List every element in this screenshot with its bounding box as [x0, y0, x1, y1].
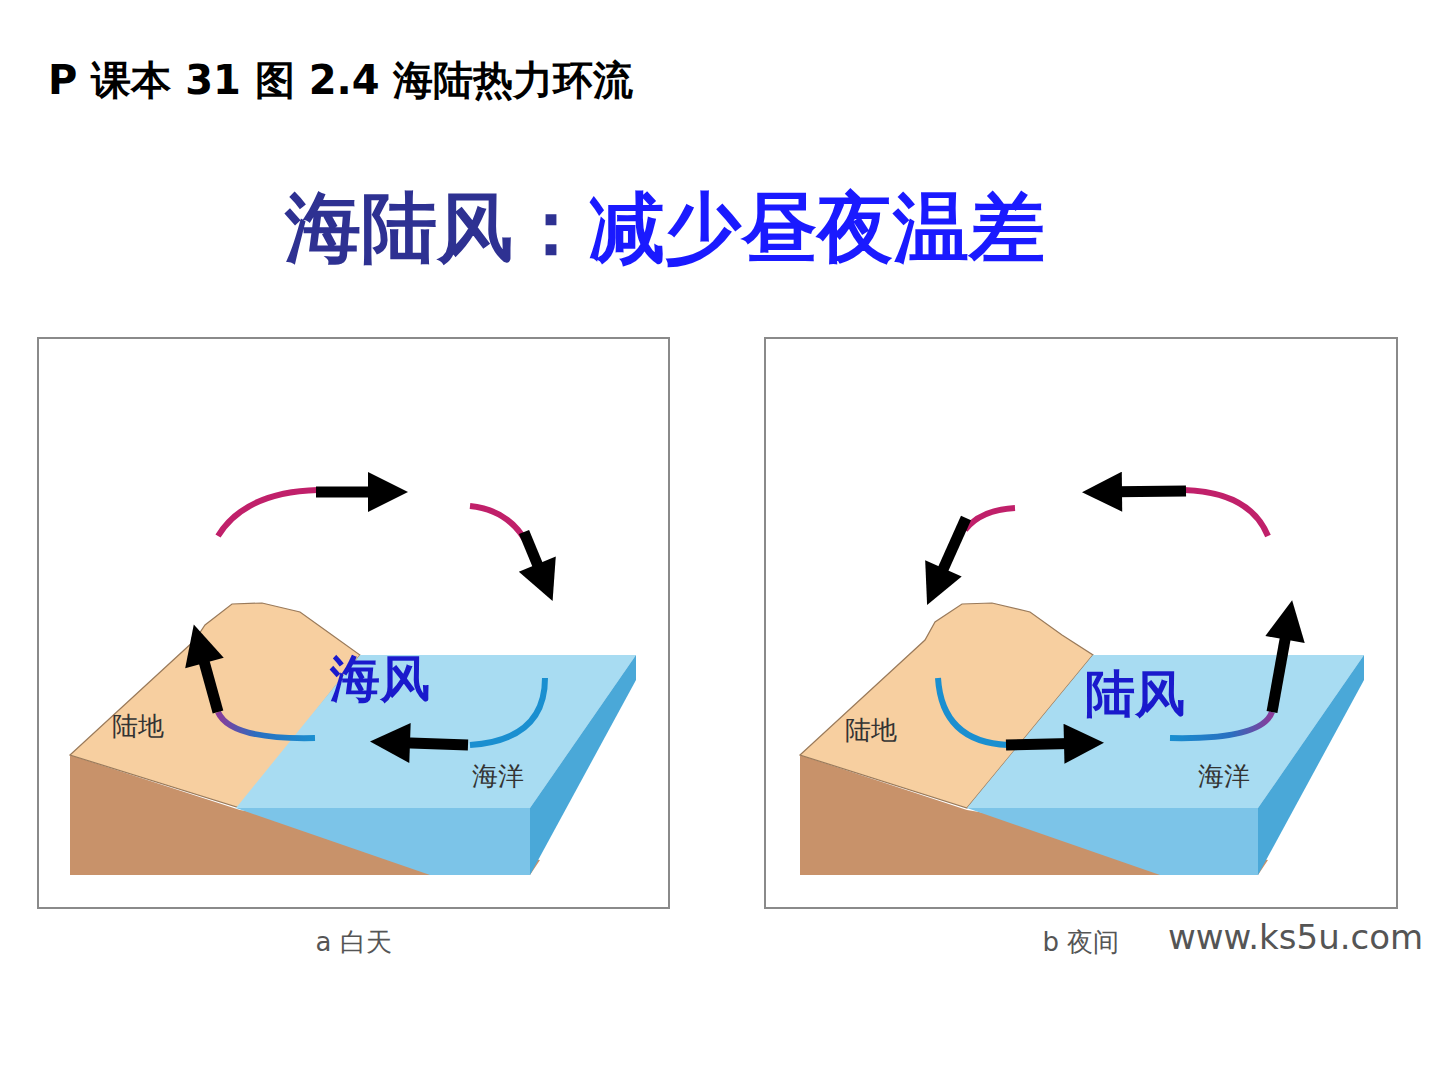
flow-arrow	[316, 487, 396, 498]
air-flow-arc	[1170, 712, 1272, 738]
page-title: P 课本 31 图 2.4 海陆热力环流	[48, 58, 633, 102]
flow-arrow	[1006, 743, 1092, 745]
sea-front	[967, 808, 1258, 875]
air-flow-arc	[965, 508, 1015, 530]
diagram-panel: b 夜间	[764, 337, 1398, 909]
land-label: 陆地	[112, 712, 164, 741]
air-flow-arc	[938, 678, 1008, 745]
wind-label: 海风	[330, 652, 430, 707]
land-label: 陆地	[845, 716, 897, 745]
night-scene	[800, 490, 1364, 875]
air-flow-arc	[218, 712, 315, 738]
panel-caption: a 白天	[39, 925, 668, 960]
heading-note: 减少昼夜温差	[589, 186, 1045, 270]
flow-arrow	[932, 518, 966, 594]
sea-label: 海洋	[472, 762, 524, 791]
diagram-panel: a 白天	[37, 337, 670, 909]
flow-arrow	[382, 742, 468, 745]
sea-label: 海洋	[1198, 762, 1250, 791]
sea-front	[236, 808, 530, 875]
flow-arrow	[197, 636, 218, 712]
air-flow-arc	[470, 506, 528, 545]
flow-arrow	[524, 532, 548, 590]
air-flow-arc	[218, 490, 318, 536]
day-scene	[70, 490, 636, 875]
heading-term: 海陆风：	[285, 186, 589, 270]
air-flow-arc	[470, 678, 545, 745]
flow-arrow	[1094, 491, 1186, 492]
flow-arrow	[1272, 612, 1290, 712]
air-flow-arc	[1184, 490, 1268, 536]
watermark: www.ks5u.com	[1168, 919, 1423, 956]
wind-label: 陆风	[1085, 667, 1185, 722]
heading-row: 海陆风：减少昼夜温差	[285, 186, 1045, 270]
